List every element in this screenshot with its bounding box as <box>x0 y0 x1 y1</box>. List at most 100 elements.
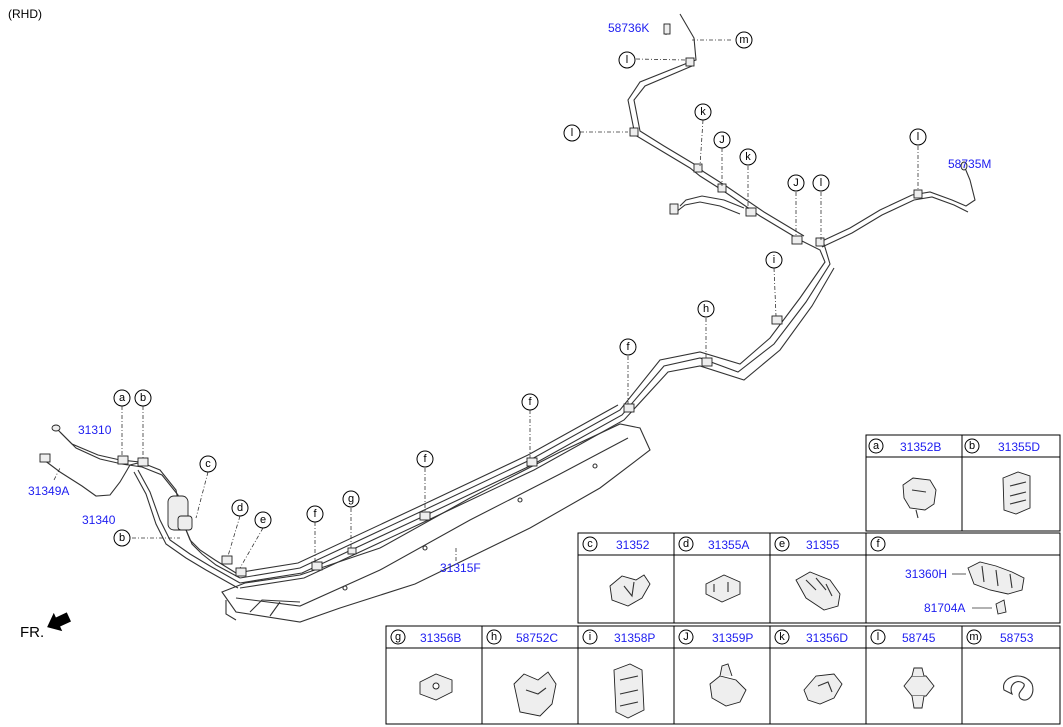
svg-text:g: g <box>348 493 354 505</box>
legend-cell-k[interactable]: k 31356D <box>774 629 848 705</box>
legend-part-31356D: 31356D <box>806 631 848 645</box>
svg-text:a: a <box>873 440 880 452</box>
legend-part-58745: 58745 <box>902 631 936 645</box>
front-label: FR. <box>20 624 44 641</box>
svg-text:h: h <box>491 631 497 643</box>
legend-cell-d[interactable]: d 31355A <box>678 536 749 603</box>
svg-text:l: l <box>820 177 822 189</box>
svg-text:f: f <box>626 341 630 353</box>
callout-f[interactable]: f <box>416 450 434 468</box>
parts-legend: a 31352B b 31355D c 31352 <box>385 434 1061 725</box>
legend-part-31352B: 31352B <box>900 440 941 454</box>
callout-k[interactable]: k <box>739 148 757 166</box>
callout-i[interactable]: i <box>765 251 783 269</box>
svg-text:h: h <box>703 303 709 315</box>
legend-cell-b[interactable]: b 31355D <box>964 438 1040 515</box>
svg-text:c: c <box>205 458 211 470</box>
svg-text:f: f <box>423 453 427 465</box>
long-pipes <box>235 239 835 589</box>
legend-cell-g[interactable]: g 31356B <box>390 629 461 701</box>
callout-f[interactable]: f <box>521 393 539 411</box>
svg-text:f: f <box>876 538 880 550</box>
svg-text:J: J <box>719 134 725 146</box>
callout-j[interactable]: J <box>713 131 731 149</box>
callout-e[interactable]: e <box>254 511 272 529</box>
callout-a[interactable]: a <box>113 389 131 407</box>
legend-part-31358P: 31358P <box>614 631 655 645</box>
legend-part-31355A: 31355A <box>708 538 749 552</box>
connector-ends <box>39 23 968 463</box>
callout-f[interactable]: f <box>619 338 637 356</box>
svg-text:l: l <box>626 54 628 66</box>
callout-b[interactable]: b <box>134 389 152 407</box>
svg-text:J: J <box>683 631 689 643</box>
legend-cell-c[interactable]: c 31352 <box>582 536 651 607</box>
legend-part-81704A: 81704A <box>924 601 965 615</box>
clip-markers <box>117 57 923 577</box>
svg-text:l: l <box>571 127 573 139</box>
callouts: m l l k J k J l l i h f f f f a b c d e … <box>113 31 927 547</box>
part-number-labels: 58736K 58735M 31310 31349A 31340 31315F <box>28 21 991 575</box>
legend-part-58753: 58753 <box>1000 631 1034 645</box>
legend-part-31355: 31355 <box>806 538 840 552</box>
callout-m[interactable]: m <box>735 31 753 49</box>
legend-cell-h[interactable]: h 58752C <box>486 629 558 717</box>
callout-l[interactable]: l <box>563 124 581 142</box>
svg-text:a: a <box>119 392 126 404</box>
legend-cell-e[interactable]: e 31355 <box>774 536 841 611</box>
svg-text:k: k <box>779 631 785 643</box>
callout-l[interactable]: l <box>812 174 830 192</box>
legend-cell-j[interactable]: J 31359P <box>678 629 753 707</box>
part-label-58736K[interactable]: 58736K <box>608 21 649 35</box>
svg-text:i: i <box>589 631 591 643</box>
variant-label: (RHD) <box>8 7 42 21</box>
part-label-31310[interactable]: 31310 <box>78 423 112 437</box>
legend-cell-m[interactable]: m 58753 <box>966 629 1034 701</box>
floor-rail <box>221 423 651 623</box>
svg-text:l: l <box>877 631 879 643</box>
callout-d[interactable]: d <box>231 499 249 517</box>
callout-j[interactable]: J <box>787 174 805 192</box>
fuel-line-assembly: 58736K 58735M 31310 31349A 31340 31315F … <box>20 13 991 641</box>
svg-text:g: g <box>395 631 401 643</box>
legend-part-31352: 31352 <box>616 538 650 552</box>
legend-part-31356B: 31356B <box>420 631 461 645</box>
callout-h[interactable]: h <box>697 300 715 318</box>
callout-f[interactable]: f <box>306 505 324 523</box>
front-direction-indicator: FR. <box>20 612 71 641</box>
front-arrow-icon <box>47 612 71 632</box>
part-label-58735M[interactable]: 58735M <box>948 157 991 171</box>
leader-lines <box>53 28 919 569</box>
part-label-31315F[interactable]: 31315F <box>440 561 481 575</box>
callout-c[interactable]: c <box>199 455 217 473</box>
callout-g[interactable]: g <box>342 490 360 508</box>
legend-row-1: a 31352B b 31355D <box>865 434 1061 532</box>
svg-text:e: e <box>779 538 785 550</box>
svg-text:J: J <box>793 177 799 189</box>
callout-l[interactable]: l <box>909 128 927 146</box>
svg-text:b: b <box>140 392 146 404</box>
legend-part-31359P: 31359P <box>712 631 753 645</box>
svg-text:m: m <box>969 631 978 643</box>
legend-part-31355D: 31355D <box>998 440 1040 454</box>
svg-text:b: b <box>969 440 975 452</box>
svg-text:b: b <box>119 532 125 544</box>
legend-part-31360H: 31360H <box>905 567 947 581</box>
legend-part-58752C: 58752C <box>516 631 558 645</box>
legend-cell-l[interactable]: l 58745 <box>870 629 936 709</box>
svg-text:k: k <box>745 151 751 163</box>
legend-cell-i[interactable]: i 31358P <box>582 629 655 719</box>
legend-cell-a[interactable]: a 31352B <box>868 438 941 519</box>
part-label-31340[interactable]: 31340 <box>82 513 116 527</box>
legend-cell-f[interactable]: f 31360H 81704A <box>870 536 1025 615</box>
svg-text:l: l <box>917 131 919 143</box>
part-label-31349A[interactable]: 31349A <box>28 484 69 498</box>
svg-text:c: c <box>587 538 593 550</box>
callout-l[interactable]: l <box>618 51 636 69</box>
svg-text:m: m <box>739 34 748 46</box>
callout-k[interactable]: k <box>694 103 712 121</box>
callout-b[interactable]: b <box>113 529 131 547</box>
svg-text:k: k <box>700 106 706 118</box>
legend-row-2: c 31352 d 31355A e 31355 f <box>577 532 1061 624</box>
